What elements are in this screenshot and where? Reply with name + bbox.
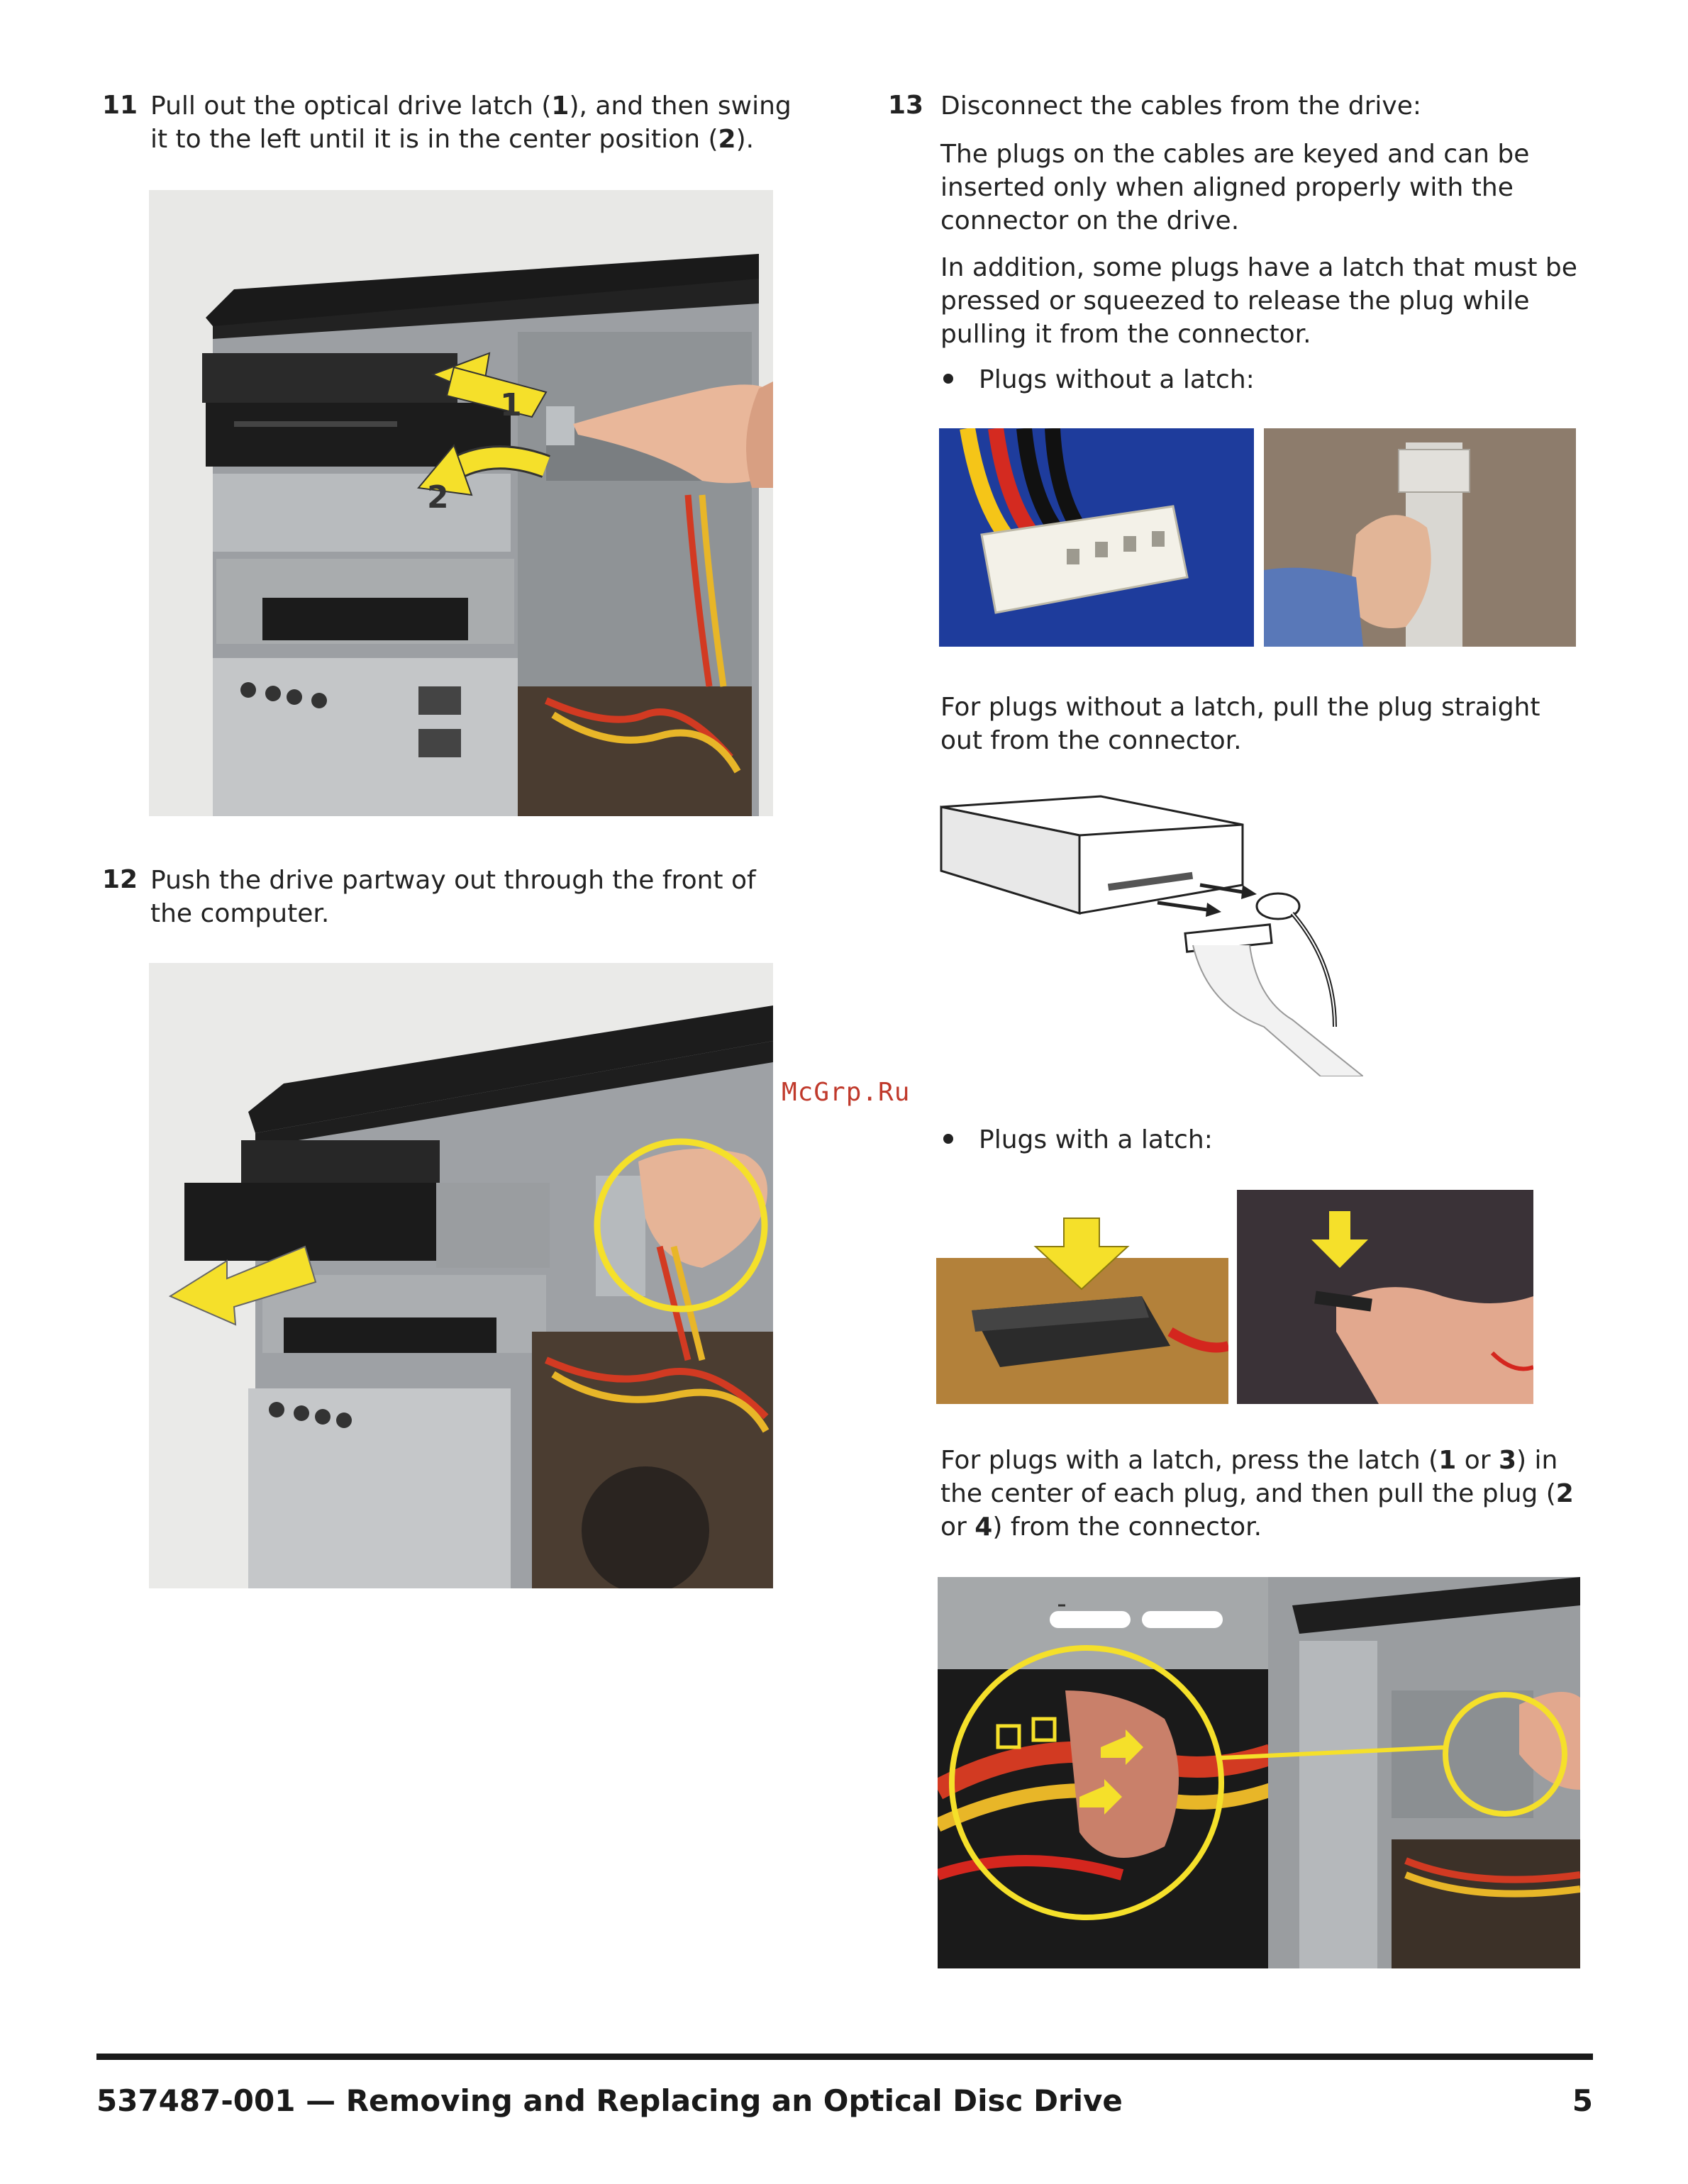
cable-closeup-photo [938, 1577, 1580, 1968]
bullet-dot [943, 374, 953, 384]
step-12-text: Push the drive partway out through the f… [150, 866, 756, 928]
step-11-text: Pull out the optical drive latch (1), an… [150, 91, 792, 154]
molex-plug-photo [939, 428, 1254, 647]
latch-description: For plugs with a latch, press the latch … [940, 1446, 1574, 1542]
step-11-number: 11 [102, 91, 138, 120]
step-13-para-keyed: The plugs on the cables are keyed and ca… [940, 140, 1530, 235]
step-12-photo [149, 963, 773, 1588]
watermark: McGrp.Ru [782, 1078, 911, 1107]
callout-1: 1 [500, 387, 522, 423]
step-13-number: 13 [888, 91, 924, 120]
callout-2: 2 [427, 479, 449, 516]
footer-title: 537487-001 — Removing and Replacing an O… [96, 2083, 1123, 2118]
footer-page-number: 5 [1572, 2083, 1593, 2118]
bullet-no-latch: Plugs without a latch: [943, 363, 1255, 396]
bullet-dot [943, 1134, 953, 1144]
step-11-photo: 1 2 [149, 190, 773, 816]
sata-plug-photo [936, 1190, 1228, 1404]
drive-diagram [938, 793, 1363, 1076]
step-13-text: Disconnect the cables from the drive: [940, 91, 1421, 121]
bullet-with-latch: Plugs with a latch: [943, 1123, 1213, 1157]
latch-hand-photo [1237, 1190, 1533, 1404]
footer-rule [96, 2054, 1593, 2060]
step-13-para-latch: In addition, some plugs have a latch tha… [940, 253, 1577, 349]
step-12-number: 12 [102, 865, 138, 894]
no-latch-description: For plugs without a latch, pull the plug… [940, 693, 1540, 755]
ribbon-cable-photo [1264, 428, 1576, 647]
